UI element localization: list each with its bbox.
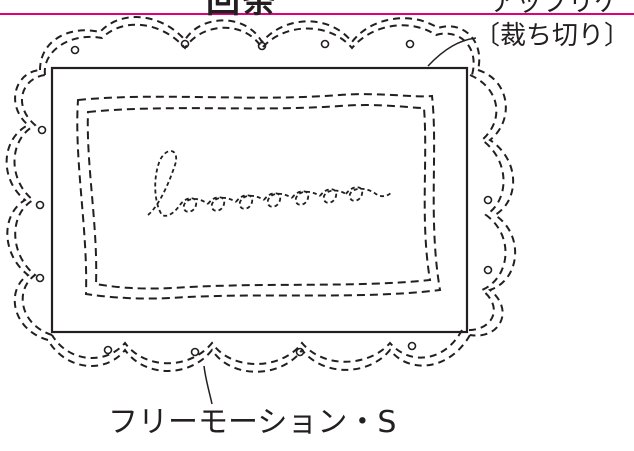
scallop-dots <box>35 39 493 357</box>
inner-wavy-frame <box>76 93 442 300</box>
applique-label: アップリケ <box>490 0 621 18</box>
leader-freemotion <box>203 365 213 405</box>
cut-label: 〔裁ち切り〕 <box>474 21 631 51</box>
leader-cut <box>427 37 477 67</box>
freemotion-label: フリーモーション・S <box>108 405 397 440</box>
title-text: 回条 <box>206 0 278 21</box>
embroidery-script <box>147 150 393 217</box>
cut-rectangle <box>50 66 469 334</box>
scallop-border <box>5 16 517 373</box>
